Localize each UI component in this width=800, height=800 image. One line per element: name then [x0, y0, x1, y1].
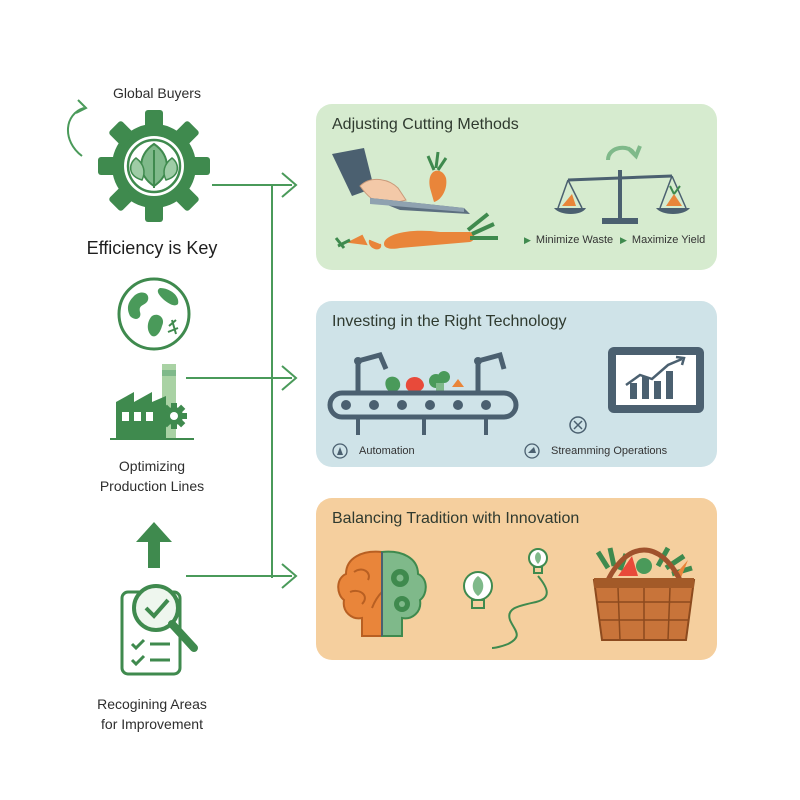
- panel-title: Investing in the Right Technology: [332, 313, 567, 330]
- tag-automation: Automation: [332, 443, 415, 459]
- robot-arm-icon: [332, 443, 348, 459]
- play-icon: ▶: [524, 234, 531, 245]
- checklist-magnifier-icon: [120, 584, 198, 676]
- streamline-icon: [524, 443, 540, 459]
- panel-cutting-methods: Adjusting Cutting Methods ▶ Minimize Was…: [316, 104, 717, 270]
- tag-label: Streamming Operations: [551, 445, 668, 457]
- gear-small-icon: [569, 416, 587, 434]
- global-buyers-label: Global Buyers: [113, 85, 201, 101]
- panel-title: Balancing Tradition with Innovation: [332, 510, 580, 527]
- panel-right-technology: Investing in the Right Technology: [316, 301, 717, 467]
- tag-maximize-yield: ▶ Maximize Yield: [620, 234, 705, 246]
- brain-gear-icon: [337, 550, 427, 637]
- play-icon: ▶: [620, 234, 627, 245]
- optimizing-line-2: Production Lines: [99, 478, 205, 494]
- tag-label: Automation: [359, 445, 415, 457]
- efficiency-label: Efficiency is Key: [86, 238, 218, 258]
- panel-title: Adjusting Cutting Methods: [332, 116, 519, 133]
- lightbulb-leaf-icon: [463, 548, 548, 649]
- tag-minimize-waste: ▶ Minimize Waste: [524, 234, 613, 246]
- recognizing-label: Recogining Areas for Improvement: [72, 694, 232, 734]
- tag-label: Maximize Yield: [631, 234, 706, 246]
- tag-label: Minimize Waste: [535, 234, 614, 246]
- tag-streamming: Streamming Operations: [524, 443, 667, 459]
- optimizing-label: Optimizing Production Lines: [72, 456, 232, 496]
- recycle-arrow-icon: [67, 99, 88, 157]
- knife-hand-icon: [332, 148, 498, 250]
- tablet-chart-icon: [608, 347, 704, 413]
- optimizing-line-1: Optimizing: [118, 458, 186, 474]
- basket-icon: [592, 546, 696, 641]
- recognizing-line-2: for Improvement: [101, 716, 203, 732]
- scale-icon: [554, 145, 690, 224]
- factory-icon: [110, 364, 194, 440]
- globe-icon: [117, 277, 191, 351]
- up-arrow-icon: [136, 522, 172, 568]
- conveyor-robot-icon: [327, 351, 519, 435]
- panel-tradition-innovation: Balancing Tradition with Innovation: [316, 498, 717, 660]
- recognizing-line-1: Recogining Areas: [97, 696, 207, 712]
- gear-leaf-icon: [98, 110, 210, 222]
